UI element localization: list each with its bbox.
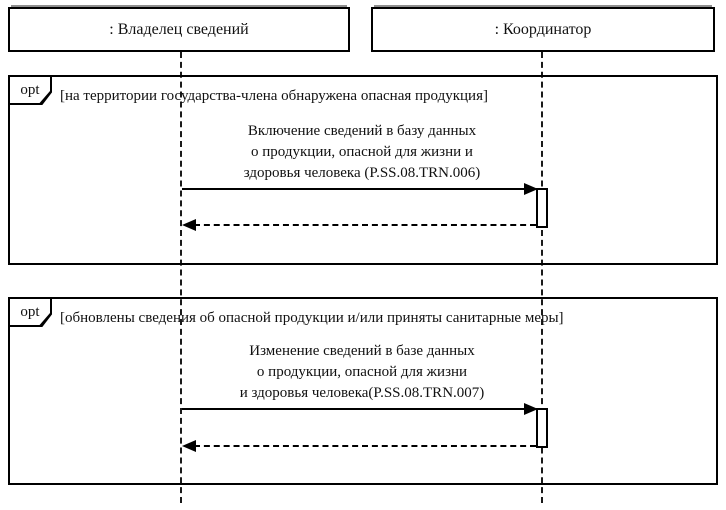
return-message-arrow-line-1 (194, 224, 536, 226)
arrowhead-right-icon (524, 403, 538, 415)
message-label-1: Включение сведений в базу данных о проду… (182, 121, 542, 184)
opt-operator-pentagon-1: opt (8, 75, 52, 105)
opt-operator-label-1: opt (10, 77, 50, 103)
sync-message-arrow-line-2 (182, 408, 528, 410)
message-line: Изменение сведений в базе данных (249, 343, 475, 359)
guard-condition-1: [на территории государства-члена обнаруж… (60, 88, 488, 104)
actor-box-information-owner: : Владелец сведений (8, 7, 350, 52)
lifeline-information-owner (180, 52, 182, 503)
message-line: и здоровья человека(P.SS.08.TRN.007) (239, 385, 485, 401)
actor-box-coordinator: : Координатор (371, 7, 715, 52)
lifeline-coordinator (541, 52, 543, 503)
actor-name-coordinator: : Координатор (494, 20, 592, 38)
message-label-2: Изменение сведений в базе данных о проду… (182, 341, 542, 404)
opt-operator-label-2: opt (10, 299, 50, 325)
message-line: о продукции, опасной для жизни (256, 364, 468, 380)
opt-fragment-1: opt [на территории государства-члена обн… (8, 75, 718, 265)
arrowhead-right-icon (524, 183, 538, 195)
activation-bar-coordinator-1 (536, 188, 548, 228)
opt-fragment-2: opt [обновлены сведения об опасной проду… (8, 297, 718, 485)
guard-condition-2: [обновлены сведения об опасной продукции… (60, 310, 564, 326)
opt-operator-pentagon-2: opt (8, 297, 52, 327)
actor-name-information-owner: : Владелец сведений (109, 20, 249, 38)
arrowhead-left-icon (182, 440, 196, 452)
message-line: здоровья человека (P.SS.08.TRN.006) (243, 165, 481, 181)
activation-bar-coordinator-2 (536, 408, 548, 448)
return-message-arrow-line-2 (194, 445, 536, 447)
arrowhead-left-icon (182, 219, 196, 231)
sync-message-arrow-line-1 (182, 188, 528, 190)
message-line: Включение сведений в базу данных (247, 123, 477, 139)
message-line: о продукции, опасной для жизни и (251, 144, 473, 160)
